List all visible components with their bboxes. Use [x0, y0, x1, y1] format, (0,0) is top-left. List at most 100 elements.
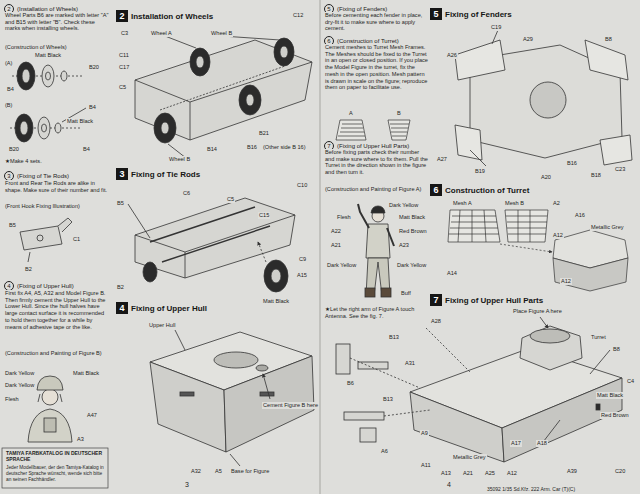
callout-label: Flesh — [4, 396, 20, 403]
instruction-text: First fix A4, A5, A32 and Model Figure B… — [4, 290, 110, 330]
step-number: 7 — [430, 294, 442, 306]
callout-label: Matt Black — [66, 118, 94, 125]
upper-hull-parts — [336, 344, 350, 374]
instruction-text: Jeder Modellbauer, der den Tamiya-Katalo… — [5, 465, 107, 482]
figure-b — [28, 409, 72, 442]
hull-top-view — [492, 30, 498, 44]
part-number: C12 — [292, 12, 304, 19]
callout-label: Mesh A — [452, 200, 473, 207]
hull-top-view — [470, 150, 486, 166]
part-number: C17 — [118, 64, 130, 71]
upper-hull-parts — [540, 317, 548, 328]
step-header: 2Installation of Wheels — [116, 10, 213, 22]
turret-meshes — [336, 120, 366, 140]
part-number: A14 — [446, 270, 458, 277]
callout-label: Matt Black — [72, 370, 100, 377]
instruction-text: ★Let the right arm of Figure A touch Ant… — [324, 306, 430, 319]
callout-label: Wheel B — [210, 30, 233, 37]
note-heading: (Fixing of Tie Rods) — [17, 173, 69, 179]
part-number: C1 — [72, 236, 81, 243]
step-number: 4 — [116, 302, 128, 314]
upper-hull-parts — [596, 404, 600, 410]
step-number: 5 — [430, 8, 442, 20]
callout-label: Dark Yellow — [326, 262, 357, 269]
part-number: B6 — [346, 380, 355, 387]
chassis-tie-rods — [258, 242, 266, 262]
step-heading: Installation of Wheels — [131, 12, 213, 21]
instruction-text: Before cementing each fender in place, d… — [324, 12, 430, 32]
hull-top-view — [455, 40, 505, 80]
upper-hull-parts — [384, 410, 430, 416]
chassis-underside — [190, 102, 191, 140]
hull-top-view — [600, 135, 632, 165]
page-number: 3 — [184, 481, 190, 489]
callout-label: Metallic Grey — [590, 224, 625, 231]
part-number: B2 — [24, 266, 33, 273]
turret-meshes — [506, 210, 547, 242]
callout-label: Dark Yellow — [4, 370, 35, 377]
part-number: B18 — [590, 172, 602, 179]
instruction-text: Cement meshes to Turret Mesh Frames. The… — [324, 44, 430, 91]
part-number: A13 — [440, 470, 452, 477]
part-number: A2 — [552, 200, 561, 207]
hull-top-view — [455, 30, 632, 166]
upper-hull — [263, 374, 270, 399]
callout-label: Turret — [590, 334, 607, 341]
upper-hull-parts — [520, 326, 582, 370]
instruction-text: (Construction and Painting of Figure A) — [324, 186, 430, 193]
callout-label: (Other side B 16) — [262, 144, 307, 151]
upper-hull — [180, 392, 194, 396]
part-number: B5 — [8, 222, 17, 229]
step-heading: Fixing of Upper Hull Parts — [445, 296, 543, 305]
part-number: A23 — [398, 242, 410, 249]
callout-label: Dark Yellow — [4, 382, 35, 389]
wheel-parts — [61, 71, 67, 81]
figure-b — [37, 376, 63, 390]
callout-label: (B) — [4, 102, 13, 109]
step-header: 6Construction of Turret — [430, 184, 529, 196]
callout-label: Matt Black — [262, 298, 290, 305]
part-number: B4 — [82, 146, 91, 153]
part-number: B8 — [612, 346, 621, 353]
chassis-underside — [239, 85, 261, 115]
wheel-parts — [20, 121, 28, 135]
step-number: 6 — [430, 184, 442, 196]
upper-hull — [150, 330, 314, 466]
callout-label: Flesh — [336, 214, 352, 221]
step-header: 7Fixing of Upper Hull Parts — [430, 294, 543, 306]
part-number: A31 — [404, 360, 416, 367]
callout-label: (Construction of Wheels) — [4, 44, 68, 51]
callout-label: Dark Yellow — [388, 202, 419, 209]
notice-frame — [2, 448, 108, 488]
instruction-text: Front and Rear Tie Rods are alike in sha… — [4, 180, 110, 193]
upper-hull — [214, 352, 258, 368]
chassis-underside — [246, 94, 254, 106]
wheel-parts — [22, 69, 30, 83]
part-number: B14 — [206, 146, 218, 153]
callout-label: Upper Hull — [148, 322, 176, 329]
upper-hull — [260, 392, 274, 396]
step-number: 3 — [116, 168, 128, 180]
part-number: A25 — [484, 470, 496, 477]
step-number: 2 — [116, 10, 128, 22]
turret-meshes — [390, 124, 409, 136]
callout-label: ★Make 4 sets. — [4, 158, 43, 165]
figure-a — [387, 228, 394, 246]
part-number: C11 — [118, 52, 130, 59]
turret-meshes — [505, 210, 548, 242]
part-number: A15 — [296, 272, 308, 279]
part-number: A12 — [560, 278, 572, 285]
front-hook — [37, 235, 43, 241]
upper-hull — [175, 330, 185, 350]
part-number: C9 — [298, 256, 307, 263]
upper-hull-parts — [530, 329, 570, 343]
chassis-underside — [161, 122, 169, 134]
figure-a — [366, 258, 390, 296]
part-number: A11 — [420, 462, 432, 469]
part-number: A3 — [76, 436, 85, 443]
part-number: A32 — [190, 468, 202, 475]
part-number: A6 — [380, 448, 389, 455]
part-number: A47 — [86, 412, 98, 419]
callout-label: Buff — [400, 290, 412, 297]
part-number: B13 — [382, 396, 394, 403]
